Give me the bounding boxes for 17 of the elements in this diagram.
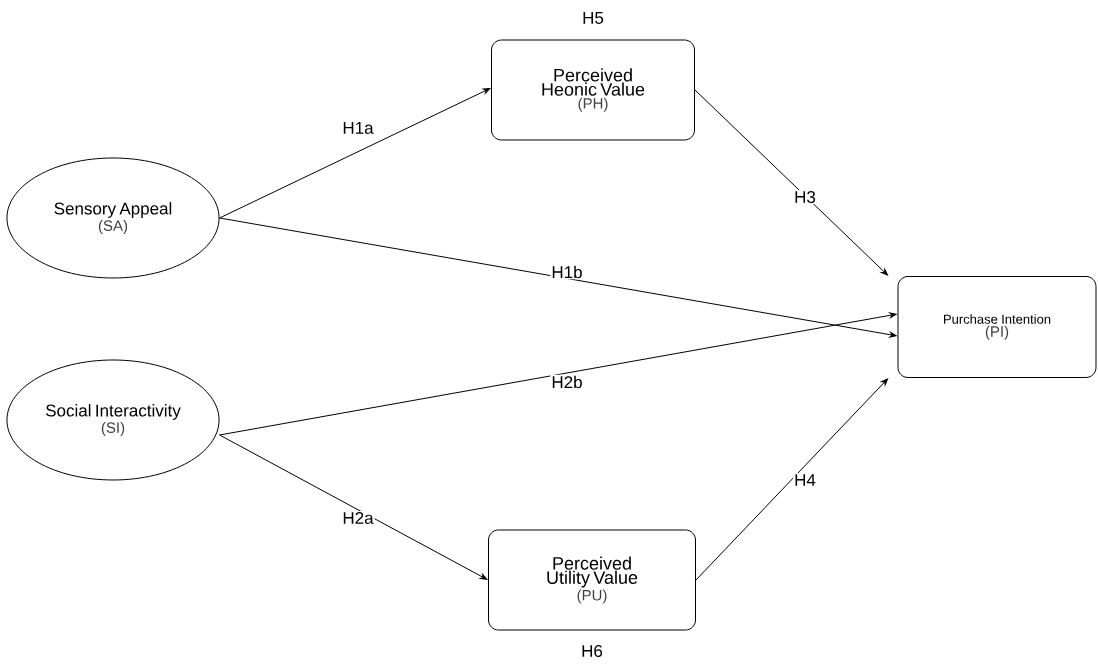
arrow bbox=[219, 434, 488, 580]
arrow bbox=[695, 378, 889, 581]
construct-box: Perceived Utility Value (PU) bbox=[488, 529, 696, 631]
construct-box: Perceived Heonic Value (PH) bbox=[491, 39, 695, 141]
arrow bbox=[219, 217, 897, 338]
edge-label: H1a bbox=[341, 121, 375, 135]
arrow bbox=[694, 89, 888, 276]
hypothesis-label: H6 bbox=[582, 644, 603, 657]
construct-box: Purchase Intention (PI) bbox=[897, 276, 1097, 378]
arrow bbox=[219, 312, 897, 436]
hypothesis-label: H5 bbox=[583, 12, 604, 24]
edge-label: H2b bbox=[550, 374, 584, 390]
edge-label: H4 bbox=[793, 473, 817, 487]
arrow bbox=[219, 88, 491, 219]
edge-label: H2a bbox=[341, 511, 375, 525]
edge-label: H3 bbox=[793, 190, 817, 204]
edge-label: H1b bbox=[550, 264, 584, 280]
